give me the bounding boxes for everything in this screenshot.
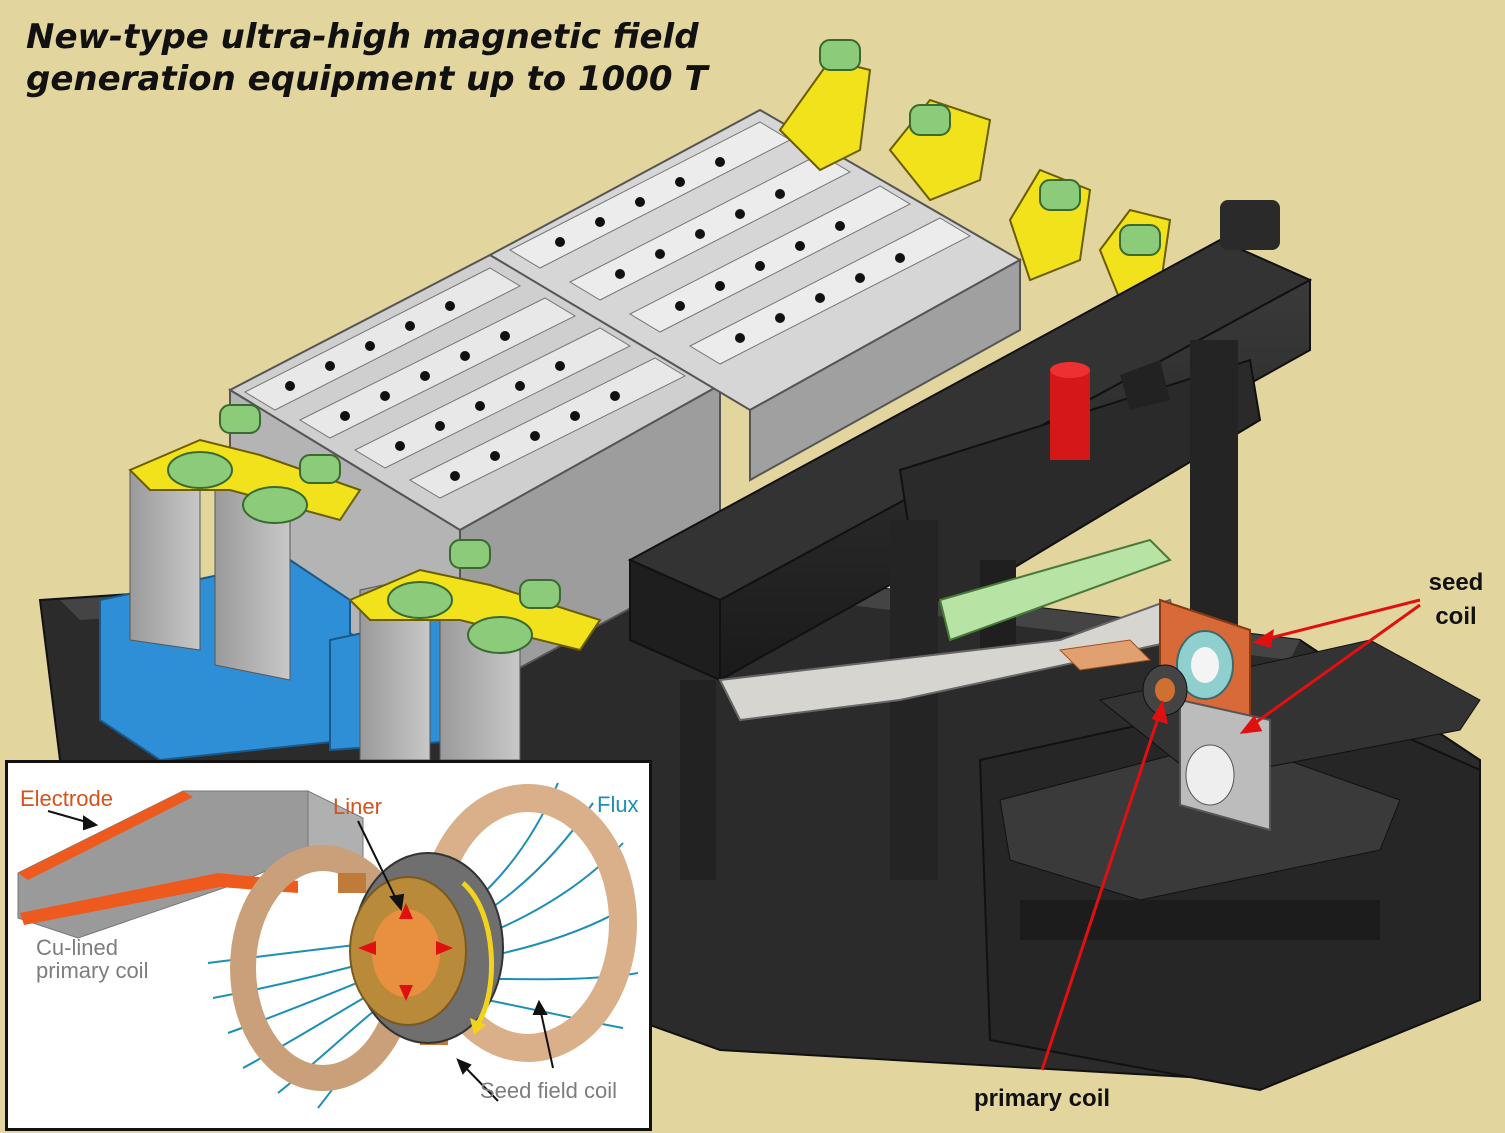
cu-lined-primary-coil-label: Cu-lined primary coil	[36, 936, 148, 982]
page-title: New-type ultra-high magnetic field gener…	[26, 16, 708, 100]
seed-field-coil-label: Seed field coil	[480, 1078, 617, 1103]
inset-drawing	[17, 782, 639, 1109]
callout-arrows	[1040, 598, 1421, 1071]
title-line-1: New-type ultra-high magnetic field	[26, 17, 699, 57]
flux-label: Flux	[597, 792, 639, 817]
seed-coil-label-line-1: seed	[1428, 569, 1484, 596]
cu-lined-label-line-2: primary coil	[36, 958, 149, 983]
electrode-plates	[17, 790, 364, 939]
inset-schematic: Electrode Liner Flux Cu-lined primary co…	[5, 760, 652, 1131]
cu-lined-label-line-1: Cu-lined	[36, 935, 118, 960]
seed-coil-label: seed coil	[1418, 566, 1494, 634]
electrode-label: Electrode	[20, 786, 113, 811]
transmission-plates	[718, 538, 1182, 722]
liner-label: Liner	[333, 794, 382, 819]
title-line-2: generation equipment up to 1000 T	[26, 59, 708, 99]
red-cylinder	[1050, 370, 1090, 460]
capacitor-rack-right	[487, 108, 1023, 482]
inset-leader-arrows	[47, 810, 554, 1102]
primary-coil-label: primary coil	[973, 1085, 1111, 1112]
seed-coil-label-line-2: coil	[1435, 603, 1477, 630]
yellow-switch-brackets	[128, 39, 1172, 654]
liner-assembly	[349, 852, 504, 1044]
